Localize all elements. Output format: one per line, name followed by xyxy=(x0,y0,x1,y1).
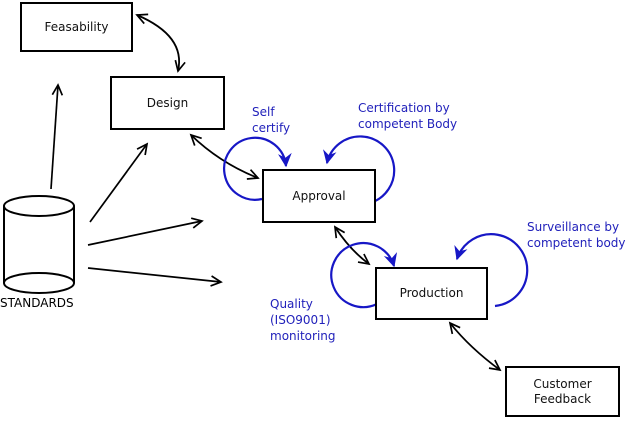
node-production: Production xyxy=(375,267,488,320)
arrow-production-feedback xyxy=(448,321,502,372)
arrow-standards-to-production xyxy=(87,267,223,287)
annotation-surveillance-line1: Surveillance by xyxy=(527,220,620,234)
loop-certification xyxy=(323,135,396,205)
node-design: Design xyxy=(110,76,225,130)
annotation-quality-line3: monitoring xyxy=(270,329,336,343)
node-feasability-label: Feasability xyxy=(44,19,109,34)
node-feasability: Feasability xyxy=(20,2,133,52)
annotation-quality-monitoring: Quality (ISO9001) monitoring xyxy=(270,296,336,344)
loop-self-certify xyxy=(223,136,292,201)
annotation-self-certify: Self certify xyxy=(252,104,290,136)
standards-label: STANDARDS xyxy=(0,296,74,310)
arrow-approval-production xyxy=(333,225,371,266)
node-production-label: Production xyxy=(399,286,464,300)
annotation-self-certify-line2: certify xyxy=(252,121,291,135)
node-customer-feedback-label-line1: Customer xyxy=(533,376,592,391)
node-approval-label: Approval xyxy=(292,188,346,203)
loop-quality-monitoring xyxy=(330,241,398,309)
node-customer-feedback-label-line2: Feedback xyxy=(533,391,592,406)
annotation-certification-line2: competent Body xyxy=(358,117,458,131)
annotation-surveillance-line2: competent body xyxy=(527,236,626,250)
arrow-design-approval xyxy=(189,133,260,180)
arrow-feasability-design xyxy=(135,13,186,73)
node-approval: Approval xyxy=(262,169,376,223)
arrow-standards-to-approval xyxy=(87,217,204,246)
arrow-standards-to-design xyxy=(89,142,149,223)
loop-surveillance xyxy=(454,233,529,308)
annotation-certification: Certification by competent Body xyxy=(358,100,457,132)
annotation-quality-line1: Quality xyxy=(270,297,313,311)
annotation-certification-line1: Certification by xyxy=(358,101,450,115)
arrow-standards-to-feasability xyxy=(50,83,64,190)
node-customer-feedback: Customer Feedback xyxy=(505,366,620,417)
node-design-label: Design xyxy=(146,95,189,110)
standards-cylinder xyxy=(3,195,75,294)
annotation-self-certify-line1: Self xyxy=(252,105,275,119)
annotation-quality-line2: (ISO9001) xyxy=(270,313,331,327)
annotation-surveillance: Surveillance by competent body xyxy=(527,219,626,251)
